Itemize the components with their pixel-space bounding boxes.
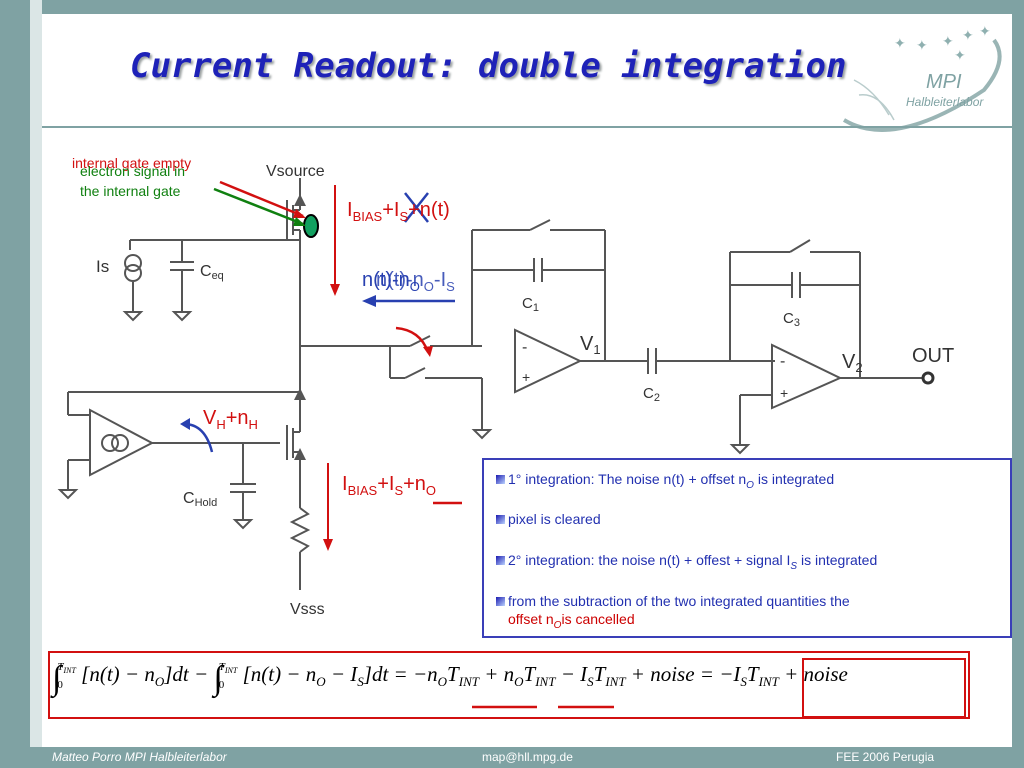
svg-text:✦: ✦ [979, 24, 991, 40]
label-out: OUT [912, 345, 954, 367]
explanation-panel: 1° integration: The noise n(t) + offset … [482, 458, 1012, 638]
panel-item-first-integration: 1° integration: The noise n(t) + offset … [496, 470, 834, 495]
label-vh: VH+nH [203, 407, 258, 432]
label-bottom-current: IBIAS+IS+nO [342, 473, 436, 498]
label-c1: C1 [522, 295, 539, 314]
frame-top [0, 0, 1024, 14]
mpi-logo: ✦✦✦ ✦✦✦ MPI Halbleiterlabor [842, 24, 1002, 132]
label-v1: V1 [580, 333, 601, 357]
label-v2: V2 [842, 351, 863, 375]
label-chold: CHold [183, 490, 217, 509]
opamp2-plus: + [780, 385, 788, 401]
svg-text:✦: ✦ [894, 36, 906, 52]
panel-item-pixel-cleared: pixel is cleared [496, 510, 601, 528]
label-ceq: Ceq [200, 263, 224, 282]
label-vsss: Vsss [290, 601, 325, 618]
annotation-electron-signal-1: electron signal in [80, 163, 185, 179]
bullet-icon [496, 597, 505, 606]
label-mid-2: n(t)-nO-IS [376, 269, 455, 294]
bullet-icon [496, 515, 505, 524]
label-top-current: IBIAS+IS+n(t) [347, 199, 450, 224]
svg-text:✦: ✦ [942, 34, 954, 50]
label-c2: C2 [643, 385, 660, 404]
footer-author: Matteo Porro MPI Halbleiterlabor [52, 750, 227, 764]
opamp1-minus: - [522, 339, 527, 356]
label-vsource: Vsource [266, 163, 325, 180]
svg-text:✦: ✦ [954, 48, 966, 64]
label-mid-1: n(t)-nO [362, 269, 420, 294]
frame-right [1012, 0, 1024, 768]
svg-text:✦: ✦ [962, 28, 974, 44]
footer-event: FEE 2006 Perugia [836, 750, 935, 764]
bullet-icon [496, 475, 505, 484]
panel-item-second-integration: 2° integration: the noise n(t) + offest … [496, 551, 877, 576]
footer-email: map@hll.mpg.de [482, 750, 573, 764]
title-divider [42, 126, 1012, 128]
annotation-internal-gate-empty: internal gate empty [72, 155, 191, 171]
frame-left [0, 0, 42, 768]
logo-mpi: MPI [926, 71, 962, 93]
label-c3: C3 [783, 310, 800, 329]
svg-text:✦: ✦ [916, 38, 928, 54]
footer: Matteo Porro MPI Halbleiterlabor map@hll… [0, 747, 1024, 768]
label-is: Is [96, 257, 109, 276]
bullet-icon [496, 556, 505, 565]
slide-title: Current Readout: double integration [130, 46, 847, 86]
opamp2-minus: - [780, 353, 785, 370]
annotation-electron-signal-2: the internal gate [80, 183, 181, 199]
panel-item-subtraction: from the subtraction of the two integrat… [496, 592, 850, 635]
equation-result-box [802, 658, 966, 718]
opamp1-plus: + [522, 369, 530, 385]
logo-halbleiterlabor: Halbleiterlabor [906, 95, 984, 109]
